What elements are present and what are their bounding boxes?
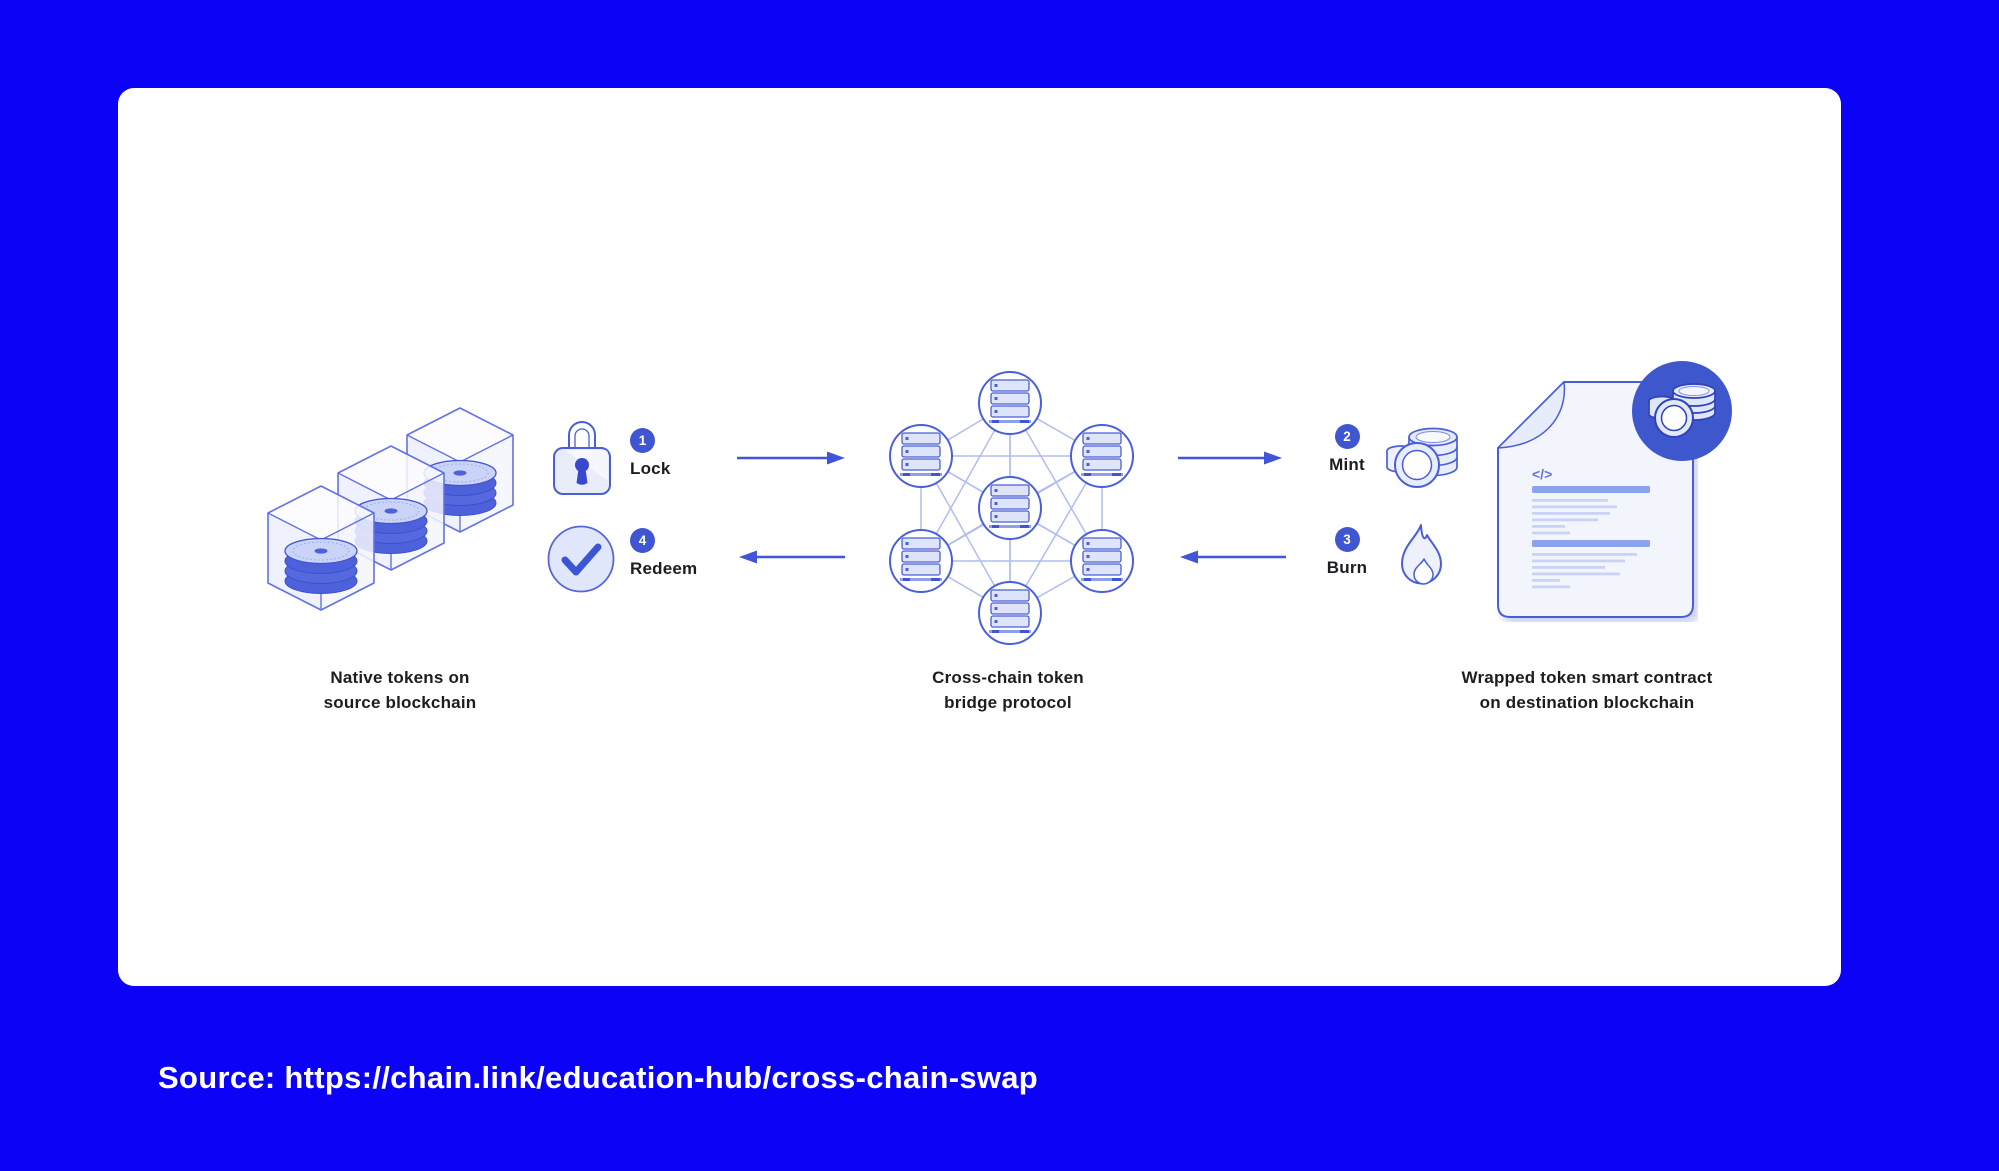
flame-icon [1401, 524, 1442, 585]
step-label-lock: Lock [630, 459, 671, 478]
caption-line: Native tokens on [330, 668, 470, 687]
code-tag-icon: </> [1532, 466, 1552, 482]
arrow-right-mint-icon [1178, 451, 1282, 465]
step-badge-lock: 1 [630, 428, 655, 453]
network-node [1070, 424, 1134, 488]
token-cube [267, 407, 514, 611]
caption-destination-chain: Wrapped token smart contract on destinat… [1407, 665, 1767, 715]
caption-line: source blockchain [323, 693, 477, 712]
token-cubes-icon [267, 407, 514, 611]
step-badge-redeem: 4 [630, 528, 655, 553]
caption-line: bridge protocol [944, 693, 1072, 712]
network-node [889, 529, 953, 593]
step-burn: 3 Burn [1305, 527, 1389, 578]
step-badge-burn: 3 [1334, 527, 1360, 552]
network-node [978, 581, 1042, 645]
coin-badge-icon [1648, 383, 1716, 438]
caption-line: Wrapped token smart contract [1461, 668, 1713, 687]
step-label-redeem: Redeem [630, 559, 698, 578]
caption-source-chain: Native tokens on source blockchain [220, 665, 580, 715]
network-node [978, 371, 1042, 435]
step-mint: 2 Mint [1305, 424, 1389, 475]
padlock-icon [553, 421, 611, 495]
caption-line: on destination blockchain [1479, 693, 1695, 712]
coin-stack [284, 537, 358, 594]
server-network-icon [889, 371, 1134, 645]
network-node [1070, 529, 1134, 593]
caption-line: Cross-chain token [932, 668, 1084, 687]
wrapped-token-badge [1632, 361, 1732, 461]
document-text-lines [1532, 486, 1650, 589]
step-label-mint: Mint [1329, 455, 1365, 474]
arrow-right-lock-icon [737, 451, 845, 465]
diagram-card: 1 Lock 4 Redeem [118, 88, 1841, 986]
step-label-burn: Burn [1326, 558, 1368, 577]
network-node [889, 424, 953, 488]
arrow-left-burn-icon [1180, 550, 1286, 564]
checkmark-circle-icon [547, 525, 615, 593]
step-redeem: 4 Redeem [630, 528, 697, 579]
arrow-left-redeem-icon [739, 550, 845, 564]
step-lock: 1 Lock [630, 428, 670, 479]
source-text: Source: https://chain.link/education-hub… [158, 1060, 1039, 1095]
caption-bridge: Cross-chain token bridge protocol [828, 665, 1188, 715]
coin-stack-icon [1386, 427, 1458, 488]
network-node [978, 476, 1042, 540]
step-badge-mint: 2 [1334, 424, 1360, 449]
